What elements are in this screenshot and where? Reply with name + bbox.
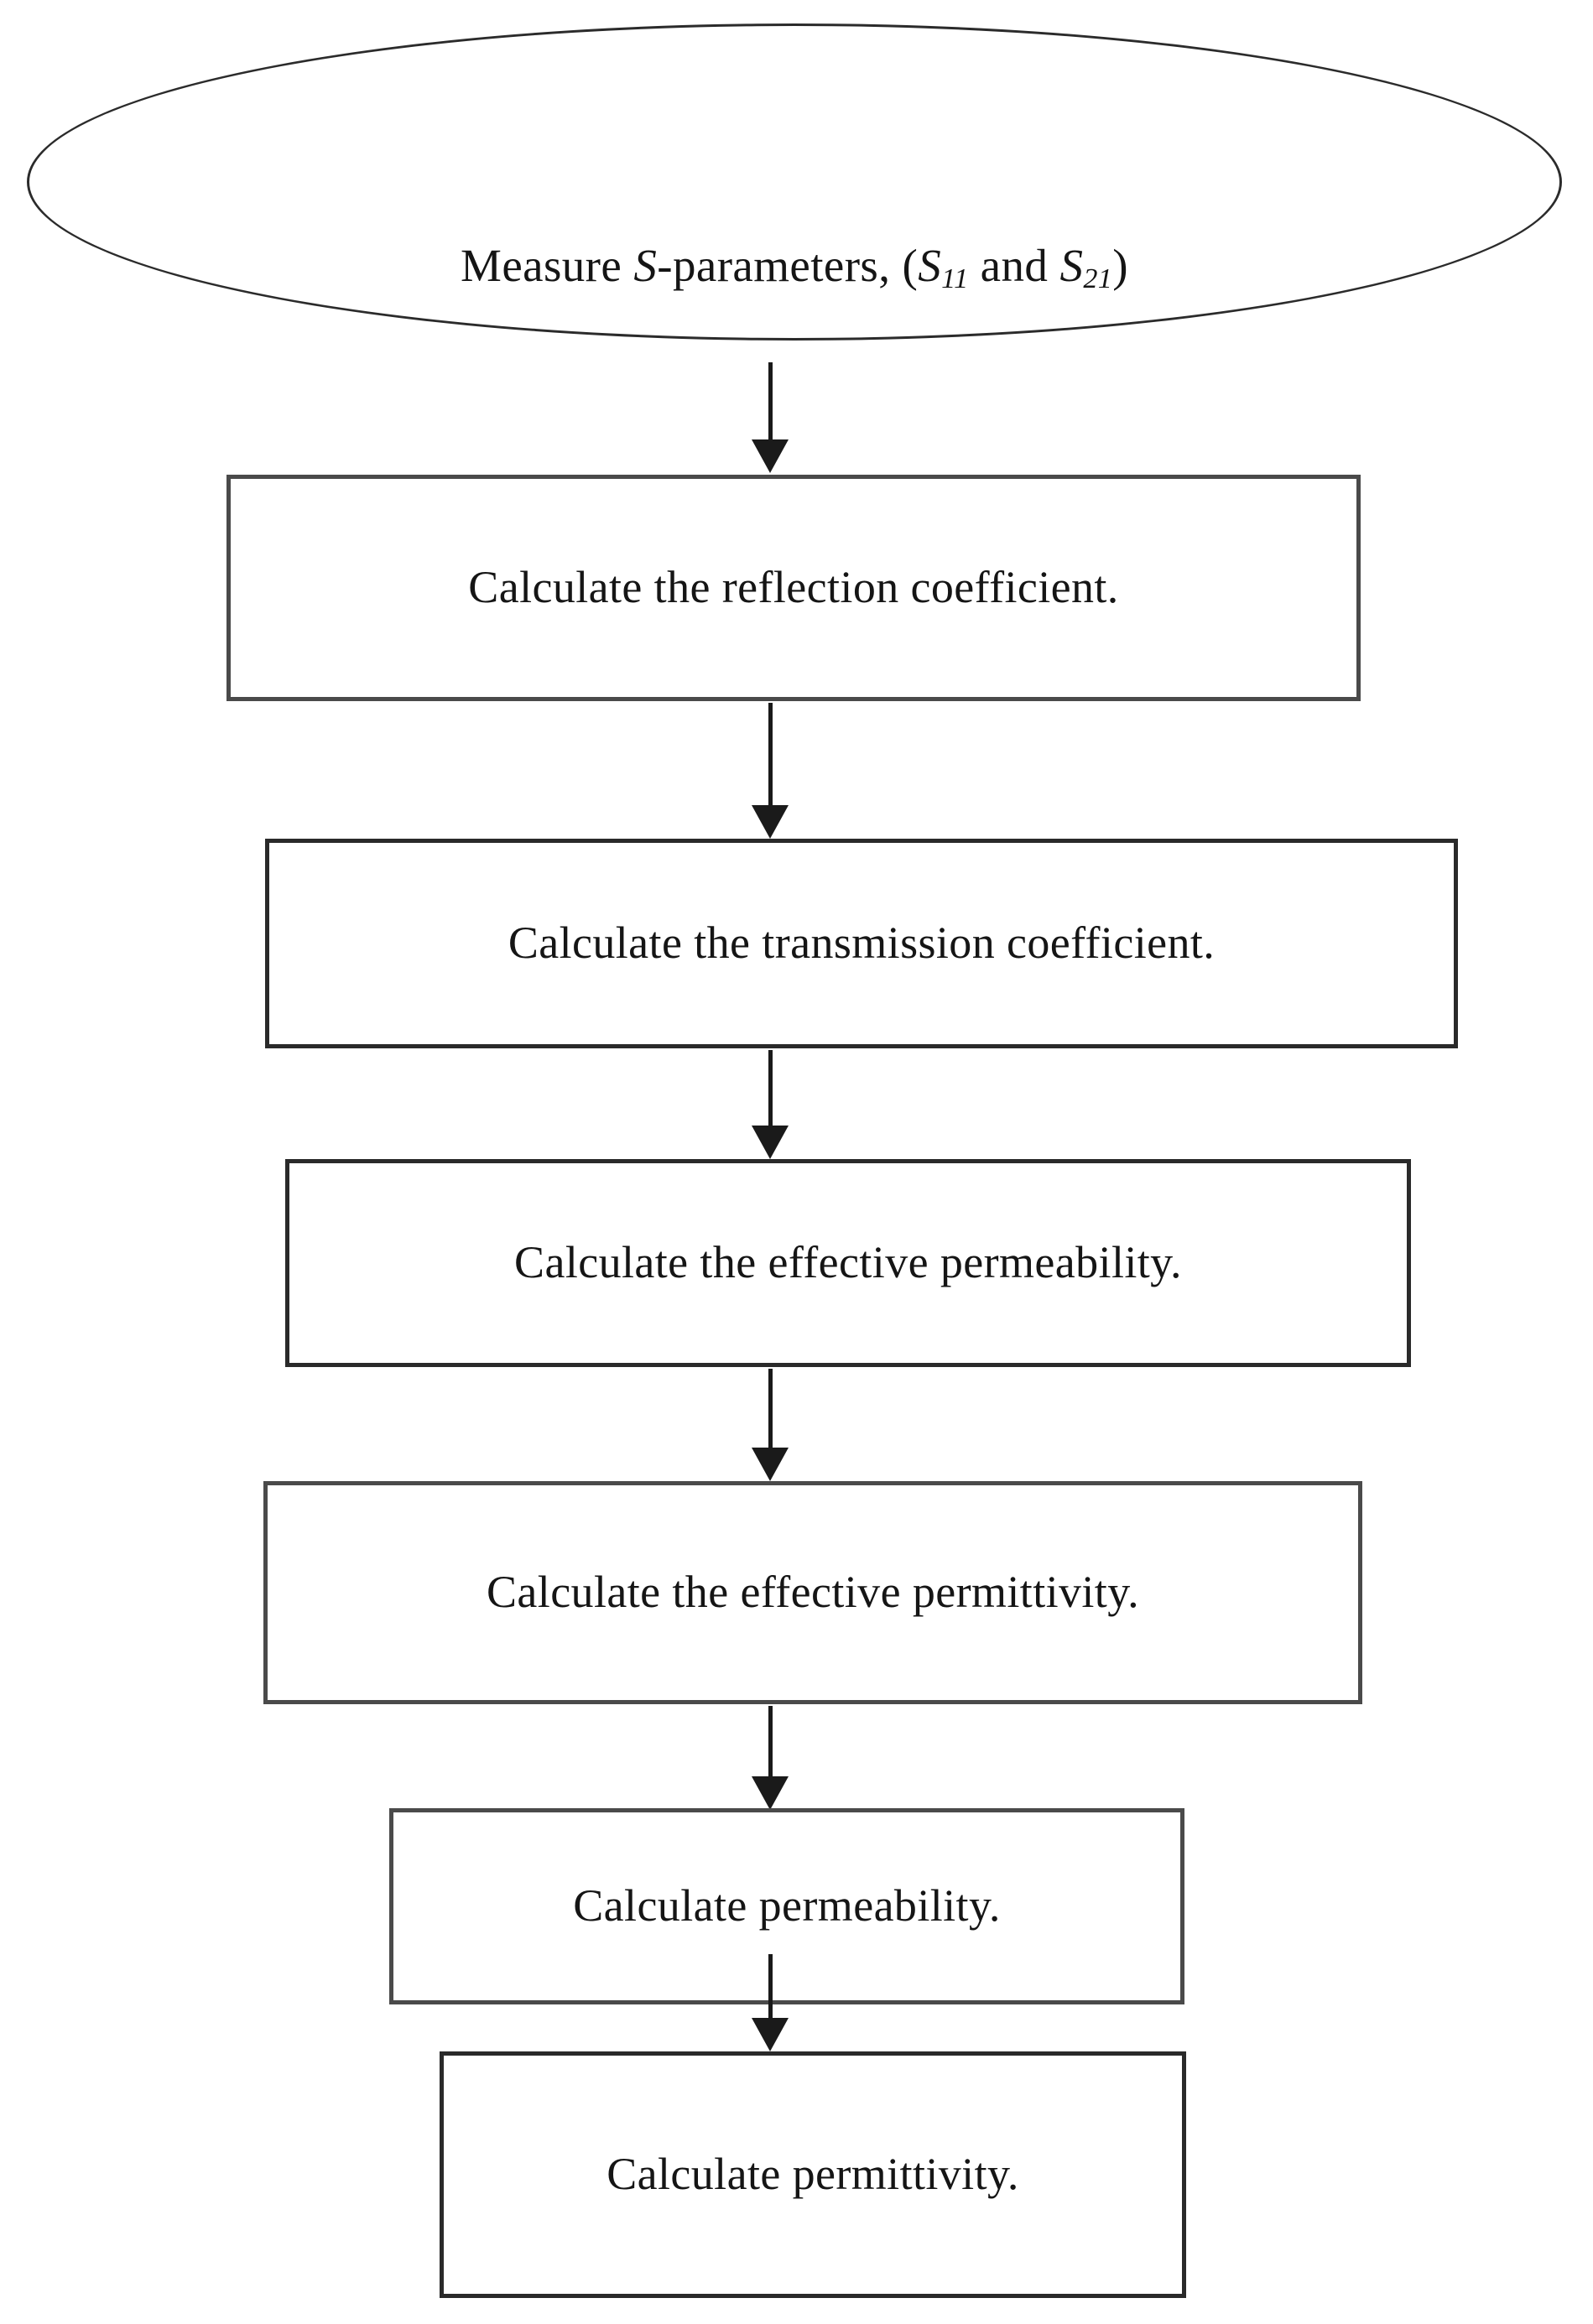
- arrow-head-icon: [752, 2018, 789, 2051]
- arrow-head-icon: [752, 1448, 789, 1481]
- flow-node-start-label: Measure S-parameters, (S11 and S21): [461, 239, 1128, 295]
- s-parameter-1-subscript: 11: [941, 263, 969, 295]
- flow-node-start[interactable]: Measure S-parameters, (S11 and S21): [27, 23, 1562, 341]
- flow-edge-step-4-to-step-5: [752, 1706, 789, 1810]
- arrow-shaft: [768, 703, 773, 807]
- flow-node-step-1-label: Calculate the reflection coefficient.: [468, 562, 1119, 613]
- flow-edge-start-to-step-1: [752, 362, 789, 473]
- flow-node-step-4[interactable]: Calculate the effective permittivity.: [263, 1481, 1362, 1704]
- arrow-shaft: [768, 1706, 773, 1778]
- flow-node-step-4-label: Calculate the effective permittivity.: [487, 1567, 1139, 1618]
- flow-node-step-3-label: Calculate the effective permeability.: [514, 1237, 1182, 1288]
- flow-node-step-5-label: Calculate permeability.: [573, 1880, 1001, 1931]
- flow-edge-step-3-to-step-4: [752, 1369, 789, 1481]
- s-parameter-2-symbol: S: [1059, 239, 1084, 291]
- arrow-head-icon: [752, 1126, 789, 1159]
- arrow-head-icon: [752, 1776, 789, 1810]
- flow-node-step-1[interactable]: Calculate the reflection coefficient.: [226, 475, 1361, 701]
- flow-edge-step-5-to-step-6: [752, 1954, 789, 2051]
- flow-edge-step-1-to-step-2: [752, 703, 789, 839]
- flow-node-step-2[interactable]: Calculate the transmission coefficient.: [265, 839, 1458, 1048]
- flow-edge-step-2-to-step-3: [752, 1050, 789, 1159]
- flow-node-step-6-label: Calculate permittivity.: [606, 2149, 1019, 2200]
- arrow-shaft: [768, 1369, 773, 1449]
- arrow-shaft: [768, 1050, 773, 1127]
- s-parameter-1-symbol: S: [918, 239, 942, 291]
- s-parameter-2-subscript: 21: [1083, 263, 1113, 295]
- flow-node-step-2-label: Calculate the transmission coefficient.: [508, 918, 1216, 969]
- flow-node-step-5[interactable]: Calculate permeability.: [389, 1808, 1184, 2004]
- flow-node-step-3[interactable]: Calculate the effective permeability.: [285, 1159, 1411, 1367]
- arrow-shaft: [768, 1954, 773, 2020]
- arrow-head-icon: [752, 805, 789, 839]
- flow-node-step-6[interactable]: Calculate permittivity.: [440, 2051, 1186, 2298]
- arrow-shaft: [768, 362, 773, 441]
- arrow-head-icon: [752, 439, 789, 473]
